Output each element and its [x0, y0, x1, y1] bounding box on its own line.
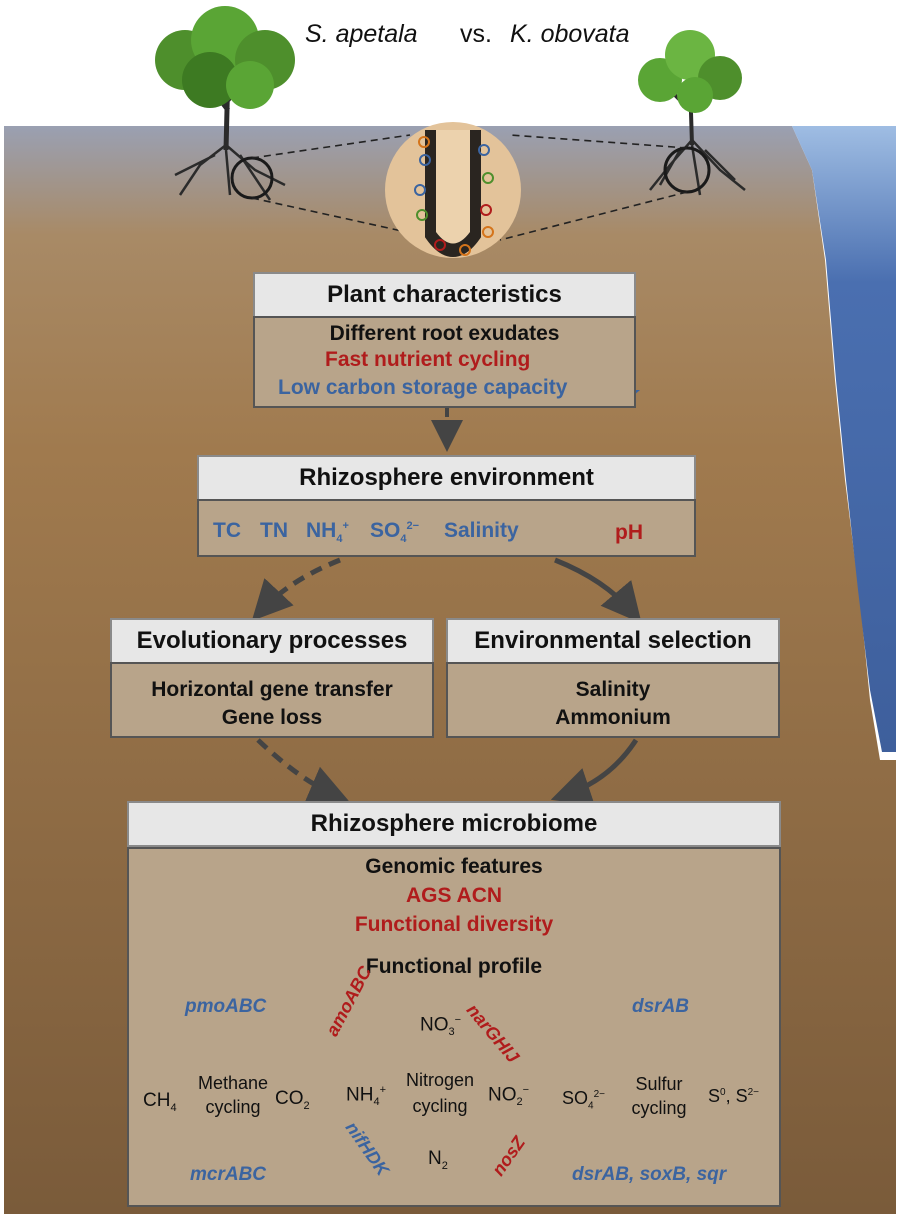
ags-acn-text: AGS ACN: [405, 884, 503, 907]
methane-co2: CO2: [275, 1088, 310, 1112]
arrow-evolution-to-microbiome: [256, 738, 349, 804]
nitrogen-nh4: NH4+: [346, 1084, 387, 1109]
env-tn: TN: [260, 519, 288, 542]
rhizosphere-environment-header: Rhizosphere environment: [197, 455, 696, 501]
plant-characteristics-header: Plant characteristics: [253, 272, 636, 318]
rhizosphere-microbiome-box: [127, 847, 781, 1207]
gene-loss-text: Gene loss: [221, 706, 323, 729]
nitrogen-no3: NO3−: [420, 1014, 462, 1039]
sulfur-center-1: Sulfur: [635, 1074, 683, 1094]
root-zoom-icon: [385, 122, 521, 258]
env-tc: TC: [213, 519, 241, 542]
env-so4: SO42−: [370, 519, 420, 546]
sulfur-so4: SO42−: [562, 1088, 605, 1112]
functional-diversity-text: Functional diversity: [354, 913, 554, 936]
arrow-env-to-evolution: [251, 557, 341, 621]
evolutionary-processes-box: [110, 662, 434, 738]
methane-center-1: Methane: [197, 1073, 269, 1093]
sulfur-s0-s2: S0, S2−: [708, 1086, 759, 1106]
env-salinity: Salinity: [444, 519, 519, 542]
env-nh4: NH4+: [306, 519, 349, 546]
horizontal-gene-transfer-text: Horizontal gene transfer: [151, 678, 393, 701]
functional-profile-title: Functional profile: [365, 955, 543, 978]
environmental-selection-header: Environmental selection: [446, 618, 780, 664]
environmental-selection-box: [446, 662, 780, 738]
plant-characteristics-box: [253, 316, 636, 408]
evolutionary-processes-header: Evolutionary processes: [110, 618, 434, 664]
selection-salinity-text: Salinity: [575, 678, 651, 701]
gene-pmoABC: pmoABC: [185, 996, 267, 1017]
species-a-label: S. apetala: [305, 20, 418, 48]
tree-left-icon: [155, 6, 295, 201]
gene-dsrAB-top: dsrAB: [632, 996, 690, 1017]
tree-right-icon: [638, 30, 746, 196]
genomic-features-title: Genomic features: [365, 855, 543, 878]
gene-dsrAB-soxB-sqr: dsrAB, soxB, sqr: [572, 1164, 727, 1185]
nutrient-cycling-text: Fast nutrient cycling: [325, 348, 531, 371]
methane-center-2: cycling: [205, 1097, 261, 1117]
selection-ammonium-text: Ammonium: [555, 706, 671, 729]
nitrogen-center-1: Nitrogen: [405, 1070, 475, 1090]
arrow-env-to-selection: [554, 557, 642, 624]
carbon-storage-text: Low carbon storage capacity: [278, 376, 568, 399]
nitrogen-center-2: cycling: [412, 1096, 468, 1116]
gene-mcrABC: mcrABC: [190, 1164, 267, 1185]
rhizosphere-environment-box: [197, 499, 696, 557]
species-b-label: K. obovata: [510, 20, 630, 48]
nitrogen-n2: N2: [428, 1148, 448, 1172]
env-ph: pH: [615, 521, 643, 544]
rhizosphere-microbiome-header: Rhizosphere microbiome: [127, 801, 781, 847]
sulfur-center-2: cycling: [631, 1098, 687, 1118]
nitrogen-no2: NO2−: [488, 1084, 530, 1109]
zoom-lines: [251, 134, 688, 241]
root-exudates-text: Different root exudates: [329, 322, 560, 345]
methane-ch4: CH4: [143, 1090, 177, 1114]
arrow-selection-to-microbiome: [550, 738, 639, 807]
vs-label: vs.: [460, 20, 492, 48]
water-body: [792, 126, 896, 752]
